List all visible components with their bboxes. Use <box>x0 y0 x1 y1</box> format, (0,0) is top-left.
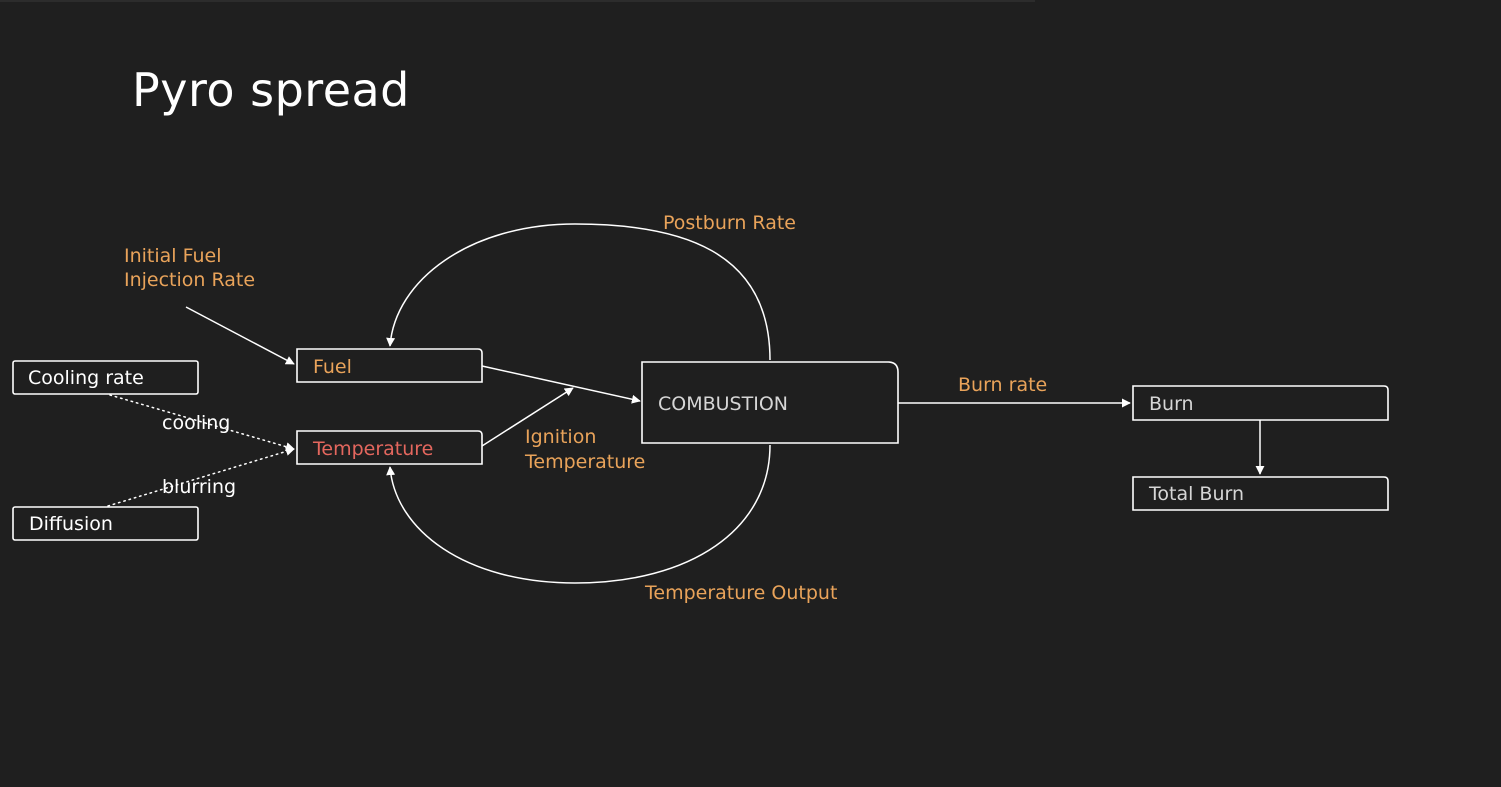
temperature-label: Temperature <box>312 438 433 460</box>
diffusion-node: Diffusion <box>12 506 199 541</box>
edges <box>107 223 1265 584</box>
top-border-strip <box>0 0 1035 2</box>
combustion-box <box>641 361 899 444</box>
total-burn-label: Total Burn <box>1148 483 1244 505</box>
ignition-temperature-arrow <box>481 387 574 447</box>
temperature-box <box>296 430 483 465</box>
total-burn-node: Total Burn <box>1132 476 1389 511</box>
blurring-dotted-arrow <box>107 447 295 507</box>
temperature-output-arrow <box>386 444 771 584</box>
fuel-to-combustion-arrow <box>481 365 641 404</box>
temperature-output-label: Temperature Output <box>644 582 837 604</box>
diffusion-label: Diffusion <box>29 513 113 535</box>
temperature-node: Temperature <box>296 430 483 465</box>
initial-fuel-arrow <box>185 306 295 365</box>
initial-fuel-label-line1: Initial Fuel <box>124 245 222 267</box>
fuel-box <box>296 348 483 383</box>
slide-title: Pyro spread <box>132 63 410 117</box>
burn-box <box>1132 385 1389 421</box>
total-burn-box <box>1132 476 1389 511</box>
burn-rate-label: Burn rate <box>958 374 1047 396</box>
cooling-dotted-arrow <box>109 394 295 452</box>
burn-label: Burn <box>1149 393 1194 415</box>
cooling-label: cooling <box>162 412 230 434</box>
fuel-node: Fuel <box>296 348 483 383</box>
diffusion-box <box>12 506 199 541</box>
ignition-label-line1: Ignition <box>525 426 596 448</box>
cooling-rate-box <box>12 360 199 395</box>
ignition-label-line2: Temperature <box>524 451 645 473</box>
cooling-rate-node: Cooling rate <box>12 360 199 395</box>
burn-node: Burn <box>1132 385 1389 421</box>
fuel-label: Fuel <box>313 356 352 378</box>
combustion-node: COMBUSTION <box>641 361 899 444</box>
postburn-rate-arrow <box>386 223 771 361</box>
blurring-label: blurring <box>162 476 236 498</box>
postburn-rate-label: Postburn Rate <box>663 212 796 234</box>
edge-labels: Initial Fuel Injection Rate Postburn Rat… <box>124 212 1047 604</box>
cooling-rate-label: Cooling rate <box>28 367 144 389</box>
combustion-label: COMBUSTION <box>658 393 788 415</box>
initial-fuel-label-line2: Injection Rate <box>124 269 255 291</box>
